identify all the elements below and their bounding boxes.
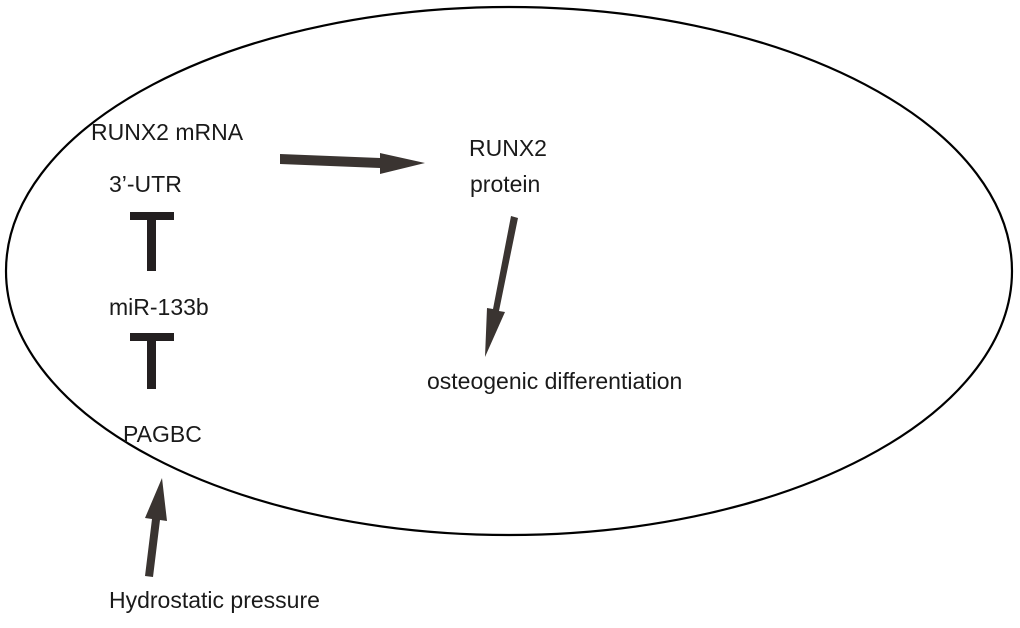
arrow-pressure <box>145 478 167 577</box>
label-osteogenic-differentiation: osteogenic differentiation <box>427 368 683 394</box>
label-runx2-protein-line1: RUNX2 <box>469 135 547 161</box>
arrow-translation <box>280 153 425 174</box>
label-runx2-protein-line2: protein <box>470 171 541 197</box>
arrow-differentiation <box>485 216 518 357</box>
label-pagbc: PAGBC <box>123 421 202 447</box>
label-runx2-mrna: RUNX2 mRNA <box>91 119 244 145</box>
label-mir-133b: miR-133b <box>109 294 209 320</box>
label-hydrostatic-pressure: Hydrostatic pressure <box>109 587 320 613</box>
inhibitor-pagbc-on-mir <box>130 333 174 389</box>
inhibitor-mir-on-utr <box>130 212 174 271</box>
cell-boundary <box>4 5 1014 537</box>
label-3utr: 3’-UTR <box>109 171 182 197</box>
